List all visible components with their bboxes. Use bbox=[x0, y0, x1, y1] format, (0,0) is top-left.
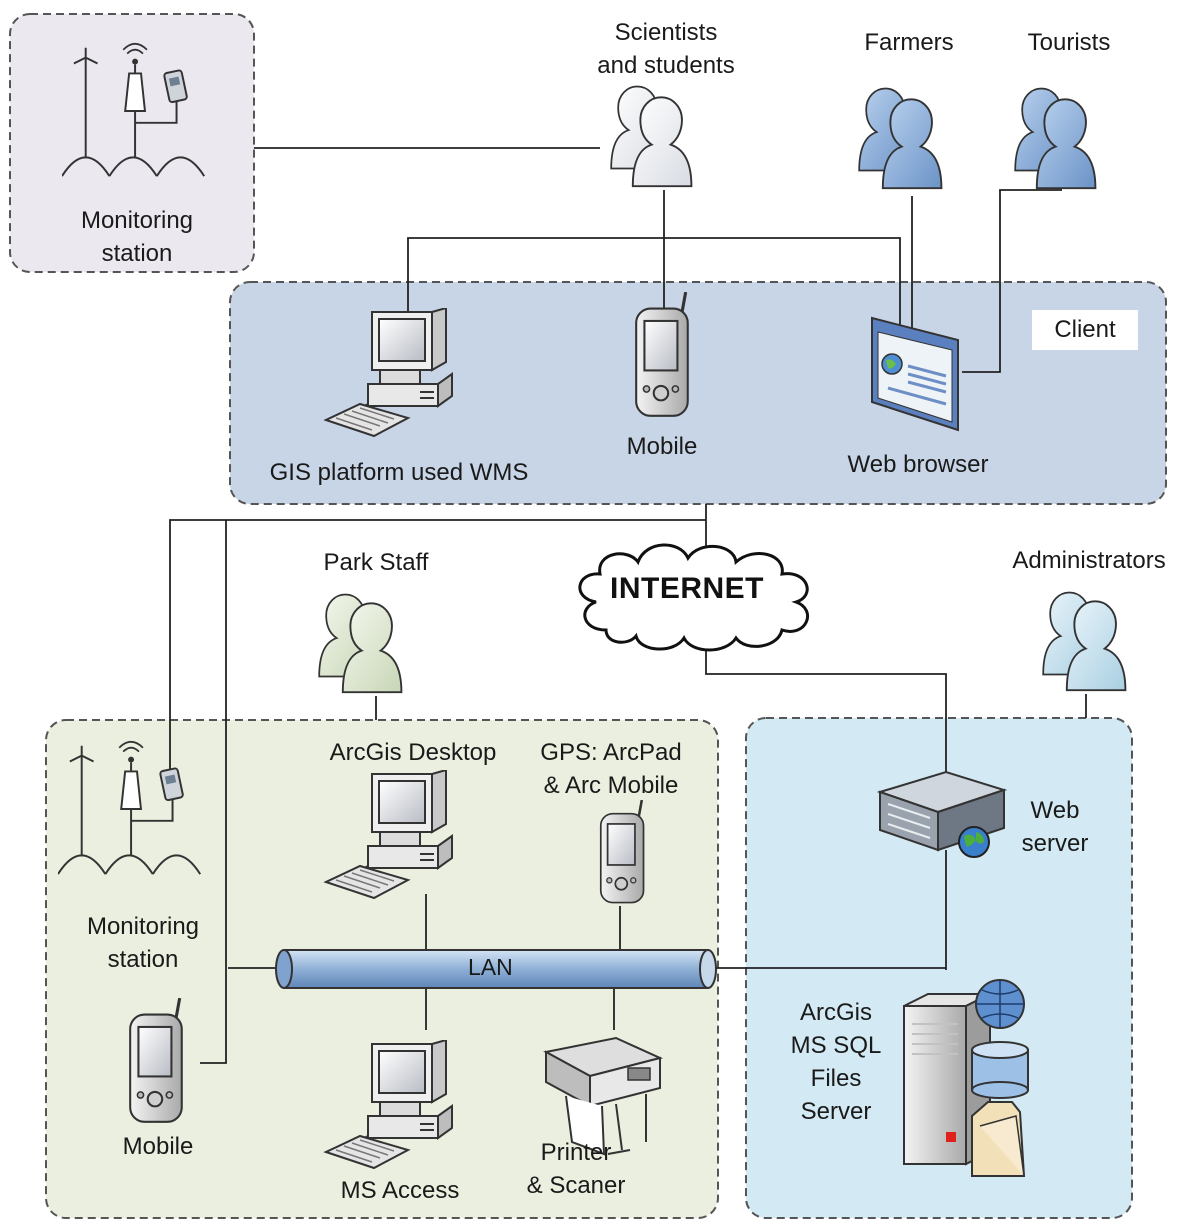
gis-platform-label: GIS platform used WMS bbox=[269, 459, 529, 486]
gps-label: GPS: ArcPad & Arc Mobile bbox=[540, 739, 682, 799]
internet-cloud-icon bbox=[578, 543, 809, 652]
farmers-label: Farmers bbox=[864, 29, 954, 56]
printer-label: Printer & Scaner bbox=[526, 1139, 626, 1199]
mobile-client-label: Mobile bbox=[626, 433, 698, 460]
lan-pipe-icon bbox=[275, 949, 717, 989]
gps-pda-icon bbox=[599, 800, 646, 905]
db-server-label: ArcGis MS SQL Files Server bbox=[790, 999, 882, 1125]
printer-scanner-icon bbox=[543, 1036, 663, 1156]
web-browser-label: Web browser bbox=[847, 451, 989, 478]
connection-lines bbox=[169, 147, 1087, 1064]
park-staff-label: Park Staff bbox=[323, 549, 429, 576]
web-server-icon bbox=[876, 770, 1008, 858]
client-zone-label: Client bbox=[1032, 310, 1138, 350]
administrators-icon bbox=[1042, 591, 1127, 692]
internet-label: INTERNET bbox=[610, 572, 764, 605]
arcgis-desktop-label: ArcGis Desktop bbox=[329, 739, 497, 766]
monitoring-station-bottom-label: Monitoring station bbox=[86, 913, 200, 973]
monitoring-station-top-label: Monitoring station bbox=[80, 207, 194, 267]
mobile-client-icon bbox=[634, 292, 690, 418]
db-server-icon bbox=[903, 979, 1029, 1177]
scientists-label: Scientists and students bbox=[597, 19, 735, 79]
park-staff-icon bbox=[318, 593, 403, 694]
web-server-label: Web server bbox=[1021, 797, 1089, 857]
farmers-icon bbox=[858, 87, 943, 190]
web-browser-icon bbox=[871, 316, 959, 432]
administrators-label: Administrators bbox=[1012, 547, 1166, 574]
lan-label: LAN bbox=[468, 954, 513, 980]
mobile-bottom-icon bbox=[128, 998, 184, 1124]
zone-monitoring-top bbox=[9, 13, 255, 273]
ms-access-label: MS Access bbox=[340, 1177, 460, 1204]
tourists-label: Tourists bbox=[1027, 29, 1111, 56]
tourists-icon bbox=[1014, 87, 1097, 190]
scientists-icon bbox=[610, 85, 693, 188]
mobile-bottom-label: Mobile bbox=[122, 1133, 194, 1160]
